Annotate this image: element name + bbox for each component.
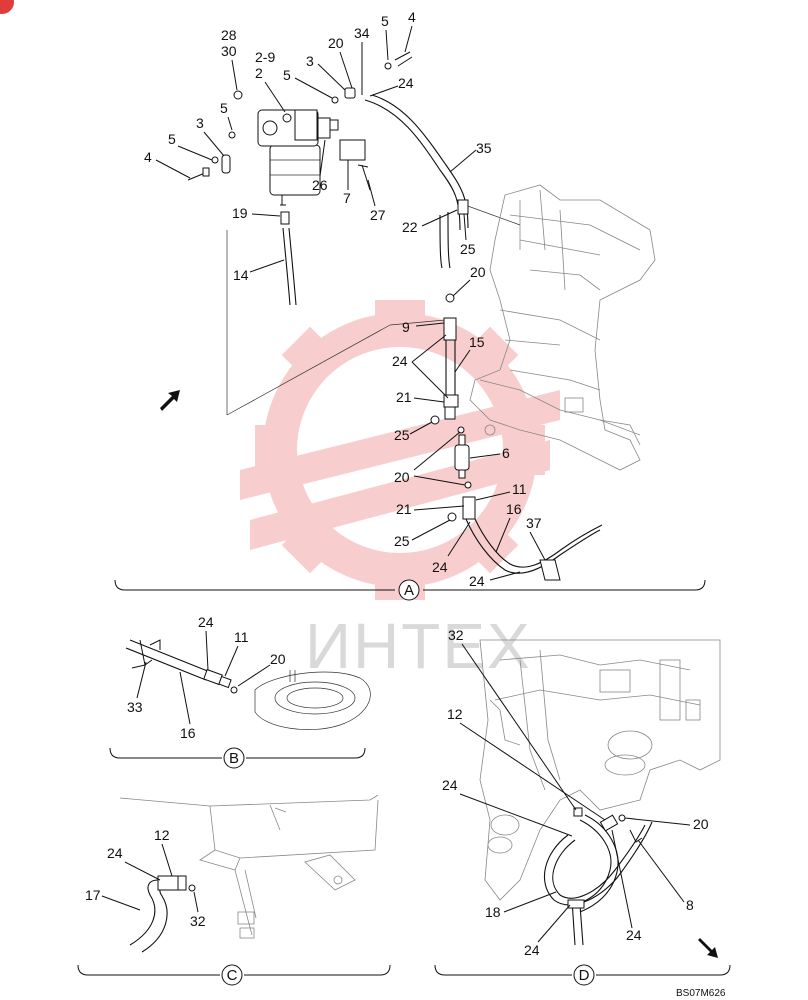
view-b-label: B — [229, 750, 239, 767]
callout-b-33: 33 — [127, 699, 143, 715]
callout-4-b: 4 — [144, 149, 152, 165]
callout-24-d: 24 — [469, 573, 485, 589]
callout-d-32: 32 — [448, 627, 464, 643]
callout-35: 35 — [476, 140, 492, 156]
callout-2: 2 — [255, 65, 263, 81]
callout-7: 7 — [343, 190, 351, 206]
callout-d-18: 18 — [485, 904, 501, 920]
view-d-label: D — [579, 967, 590, 984]
machine-frame — [469, 184, 656, 471]
callout-5-c: 5 — [220, 100, 228, 116]
corner-mark — [0, 0, 14, 14]
callout-4-a: 4 — [408, 9, 416, 25]
callout-3-b: 3 — [196, 115, 204, 131]
callout-5-d: 5 — [168, 131, 176, 147]
callout-b-24: 24 — [198, 614, 214, 630]
callout-16: 16 — [506, 501, 522, 517]
callout-d-8: 8 — [686, 897, 694, 913]
callout-c-17: 17 — [85, 887, 101, 903]
callout-5-b: 5 — [381, 13, 389, 29]
view-b-drawing — [125, 639, 371, 730]
callout-26: 26 — [312, 177, 328, 193]
callout-d-24-c: 24 — [626, 927, 642, 943]
callout-c-24: 24 — [107, 845, 123, 861]
callout-d-24-a: 24 — [442, 777, 458, 793]
view-a-circle — [398, 579, 420, 601]
callout-21-b: 21 — [396, 501, 412, 517]
callout-19: 19 — [232, 205, 248, 221]
view-b-callouts: 24 11 20 33 16 — [127, 614, 286, 741]
callout-d-20: 20 — [693, 816, 709, 832]
view-a-label-bar: A — [114, 579, 706, 601]
view-b-label-bar: B — [109, 747, 366, 769]
callout-27: 27 — [370, 207, 386, 223]
view-c-callouts: 12 24 17 32 — [85, 827, 206, 929]
callout-14: 14 — [233, 267, 249, 283]
callout-b-11: 11 — [234, 629, 249, 645]
callout-3-a: 3 — [306, 53, 314, 69]
callout-d-12: 12 — [447, 706, 463, 722]
view-c-label-bar: C — [77, 964, 391, 986]
view-a-callouts: 28 30 2-9 2 5 3 20 34 5 4 24 5 3 5 4 35 … — [144, 9, 546, 589]
view-a-drawing — [187, 51, 656, 581]
callout-5-a: 5 — [283, 67, 291, 83]
view-d-drawing — [479, 639, 721, 946]
view-a-label: A — [404, 582, 414, 599]
callout-20-a: 20 — [328, 35, 344, 51]
callout-25-b: 25 — [394, 427, 410, 443]
view-c-label: C — [227, 967, 238, 984]
callout-25-a: 25 — [460, 241, 476, 257]
callout-15: 15 — [469, 334, 485, 350]
callout-2-9: 2-9 — [255, 49, 275, 65]
callout-24-b: 24 — [392, 353, 408, 369]
view-a-direction-arrow-icon — [160, 390, 180, 411]
view-c-drawing — [119, 794, 379, 953]
callout-c-12: 12 — [154, 827, 170, 843]
callout-25-c: 25 — [394, 533, 410, 549]
callout-d-24-b: 24 — [524, 942, 540, 958]
callout-30: 30 — [221, 43, 237, 59]
view-d-direction-arrow-icon — [698, 938, 718, 958]
callout-20-b: 20 — [470, 264, 486, 280]
callout-11: 11 — [512, 481, 527, 497]
callout-24-c: 24 — [432, 559, 448, 575]
callout-20-c: 20 — [394, 469, 410, 485]
callout-b-16: 16 — [180, 725, 196, 741]
callout-9: 9 — [402, 319, 410, 335]
callout-28: 28 — [221, 27, 237, 43]
callout-22: 22 — [402, 219, 418, 235]
watermark-text: ИНТЕХ — [305, 610, 532, 682]
view-d-label-bar: D — [434, 964, 731, 986]
callout-6: 6 — [502, 445, 510, 461]
callout-c-32: 32 — [190, 913, 206, 929]
watermark-logo — [240, 300, 560, 600]
callout-b-20: 20 — [270, 651, 286, 667]
callout-34: 34 — [354, 25, 370, 41]
callout-37: 37 — [526, 515, 542, 531]
callout-21-a: 21 — [396, 389, 412, 405]
callout-24-a: 24 — [398, 75, 414, 91]
view-d-callouts: 32 12 24 20 8 18 24 24 — [442, 627, 709, 958]
figure-reference: BS07M626 — [676, 988, 726, 999]
